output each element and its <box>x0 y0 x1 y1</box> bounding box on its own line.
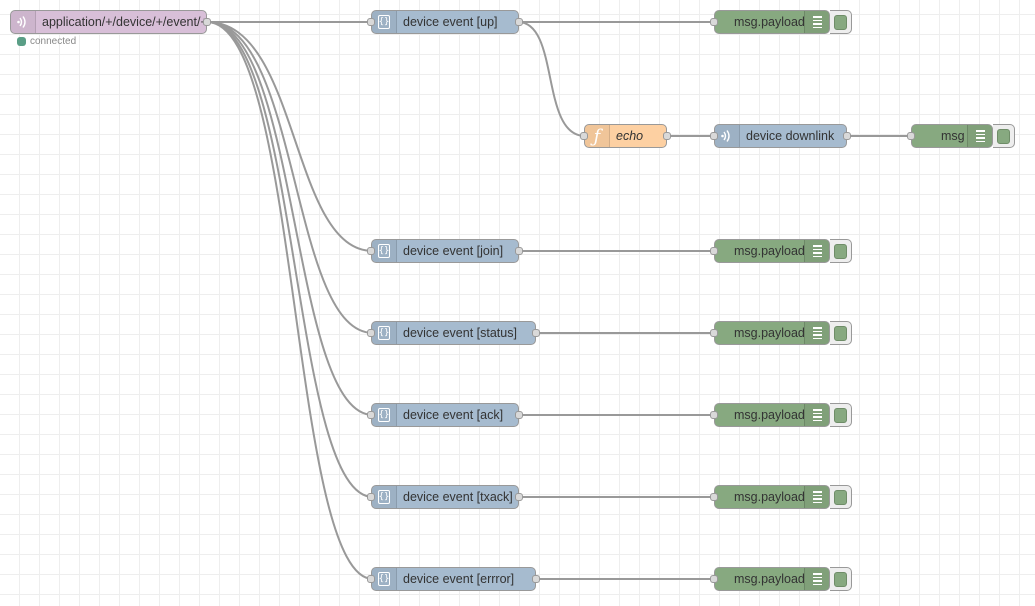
input-port[interactable] <box>710 493 718 501</box>
json-icon: {} <box>372 240 397 262</box>
json-node-join[interactable]: {} device event [join] <box>367 239 523 263</box>
input-port[interactable] <box>710 132 718 140</box>
json-node-label: device event [txack] <box>403 490 513 504</box>
input-port[interactable] <box>367 247 375 255</box>
mqtt-out-label: device downlink <box>746 129 835 143</box>
debug-node-downlink[interactable]: msg <box>907 124 1015 148</box>
debug-node-label: msg.payload <box>734 572 805 586</box>
mqtt-in-label: application/+/device/+/event/+ <box>42 15 208 29</box>
debug-node-body[interactable]: msg.payload <box>710 10 830 34</box>
output-port[interactable] <box>515 493 523 501</box>
output-port[interactable] <box>532 329 540 337</box>
wire <box>517 21 586 137</box>
output-port[interactable] <box>663 132 671 140</box>
function-node-label: echo <box>616 129 644 143</box>
json-icon: {} <box>372 568 397 590</box>
debug-node-status[interactable]: msg.payload <box>710 321 852 345</box>
mqtt-icon <box>11 11 36 33</box>
debug-node-body[interactable]: msg.payload <box>710 485 830 509</box>
debug-node-label: msg.payload <box>734 408 805 422</box>
input-port[interactable] <box>367 329 375 337</box>
input-port[interactable] <box>710 411 718 419</box>
output-port[interactable] <box>203 18 211 26</box>
debug-node-error[interactable]: msg.payload <box>710 567 852 591</box>
status-dot-icon <box>17 37 26 46</box>
debug-node-body[interactable]: msg.payload <box>710 239 830 263</box>
status-text: connected <box>30 36 77 47</box>
mqtt-out-node[interactable]: device downlink <box>710 124 851 148</box>
json-node-label: device event [ack] <box>403 408 504 422</box>
debug-node-txack[interactable]: msg.payload <box>710 485 852 509</box>
json-node-label: device event [up] <box>403 15 498 29</box>
function-node-echo[interactable]: ƒ echo <box>580 124 671 148</box>
debug-toggle-button[interactable] <box>830 239 852 263</box>
debug-list-icon <box>967 125 992 147</box>
output-port[interactable] <box>532 575 540 583</box>
debug-list-icon <box>804 11 829 33</box>
function-icon: ƒ <box>585 125 610 147</box>
debug-node-label: msg.payload <box>734 15 805 29</box>
debug-node-body[interactable]: msg <box>907 124 993 148</box>
debug-list-icon <box>804 568 829 590</box>
mqtt-in-node[interactable]: application/+/device/+/event/+ <box>10 10 211 34</box>
json-node-status[interactable]: {} device event [status] <box>367 321 540 345</box>
debug-node-label: msg.payload <box>734 326 805 340</box>
debug-list-icon <box>804 486 829 508</box>
wire <box>206 21 374 416</box>
debug-toggle-button[interactable] <box>830 485 852 509</box>
input-port[interactable] <box>907 132 915 140</box>
debug-toggle-button[interactable] <box>830 321 852 345</box>
mqtt-icon <box>715 125 740 147</box>
input-port[interactable] <box>710 18 718 26</box>
wire <box>206 21 374 498</box>
debug-list-icon <box>804 240 829 262</box>
debug-node-body[interactable]: msg.payload <box>710 403 830 427</box>
wire <box>206 21 374 334</box>
debug-node-label: msg.payload <box>734 244 805 258</box>
debug-node-label: msg.payload <box>734 490 805 504</box>
debug-toggle-button[interactable] <box>993 124 1015 148</box>
debug-list-icon <box>804 404 829 426</box>
output-port[interactable] <box>515 18 523 26</box>
json-node-label: device event [errror] <box>403 572 515 586</box>
input-port[interactable] <box>367 575 375 583</box>
wire <box>206 21 374 252</box>
output-port[interactable] <box>843 132 851 140</box>
wire <box>206 21 374 580</box>
output-port[interactable] <box>515 411 523 419</box>
debug-node-body[interactable]: msg.payload <box>710 567 830 591</box>
input-port[interactable] <box>710 247 718 255</box>
input-port[interactable] <box>580 132 588 140</box>
json-icon: {} <box>372 322 397 344</box>
debug-list-icon <box>804 322 829 344</box>
debug-toggle-button[interactable] <box>830 567 852 591</box>
debug-node-join[interactable]: msg.payload <box>710 239 852 263</box>
json-icon: {} <box>372 486 397 508</box>
json-node-error[interactable]: {} device event [errror] <box>367 567 540 591</box>
debug-toggle-button[interactable] <box>830 403 852 427</box>
json-node-ack[interactable]: {} device event [ack] <box>367 403 523 427</box>
debug-node-up[interactable]: msg.payload <box>710 10 852 34</box>
debug-node-body[interactable]: msg.payload <box>710 321 830 345</box>
json-node-txack[interactable]: {} device event [txack] <box>367 485 523 509</box>
json-node-label: device event [join] <box>403 244 504 258</box>
input-port[interactable] <box>367 18 375 26</box>
input-port[interactable] <box>367 411 375 419</box>
json-icon: {} <box>372 404 397 426</box>
input-port[interactable] <box>710 329 718 337</box>
debug-node-ack[interactable]: msg.payload <box>710 403 852 427</box>
json-node-label: device event [status] <box>403 326 517 340</box>
input-port[interactable] <box>367 493 375 501</box>
input-port[interactable] <box>710 575 718 583</box>
json-node-up[interactable]: {} device event [up] <box>367 10 523 34</box>
json-icon: {} <box>372 11 397 33</box>
debug-node-label: msg <box>941 129 965 143</box>
output-port[interactable] <box>515 247 523 255</box>
mqtt-status: connected <box>17 36 76 47</box>
debug-toggle-button[interactable] <box>830 10 852 34</box>
